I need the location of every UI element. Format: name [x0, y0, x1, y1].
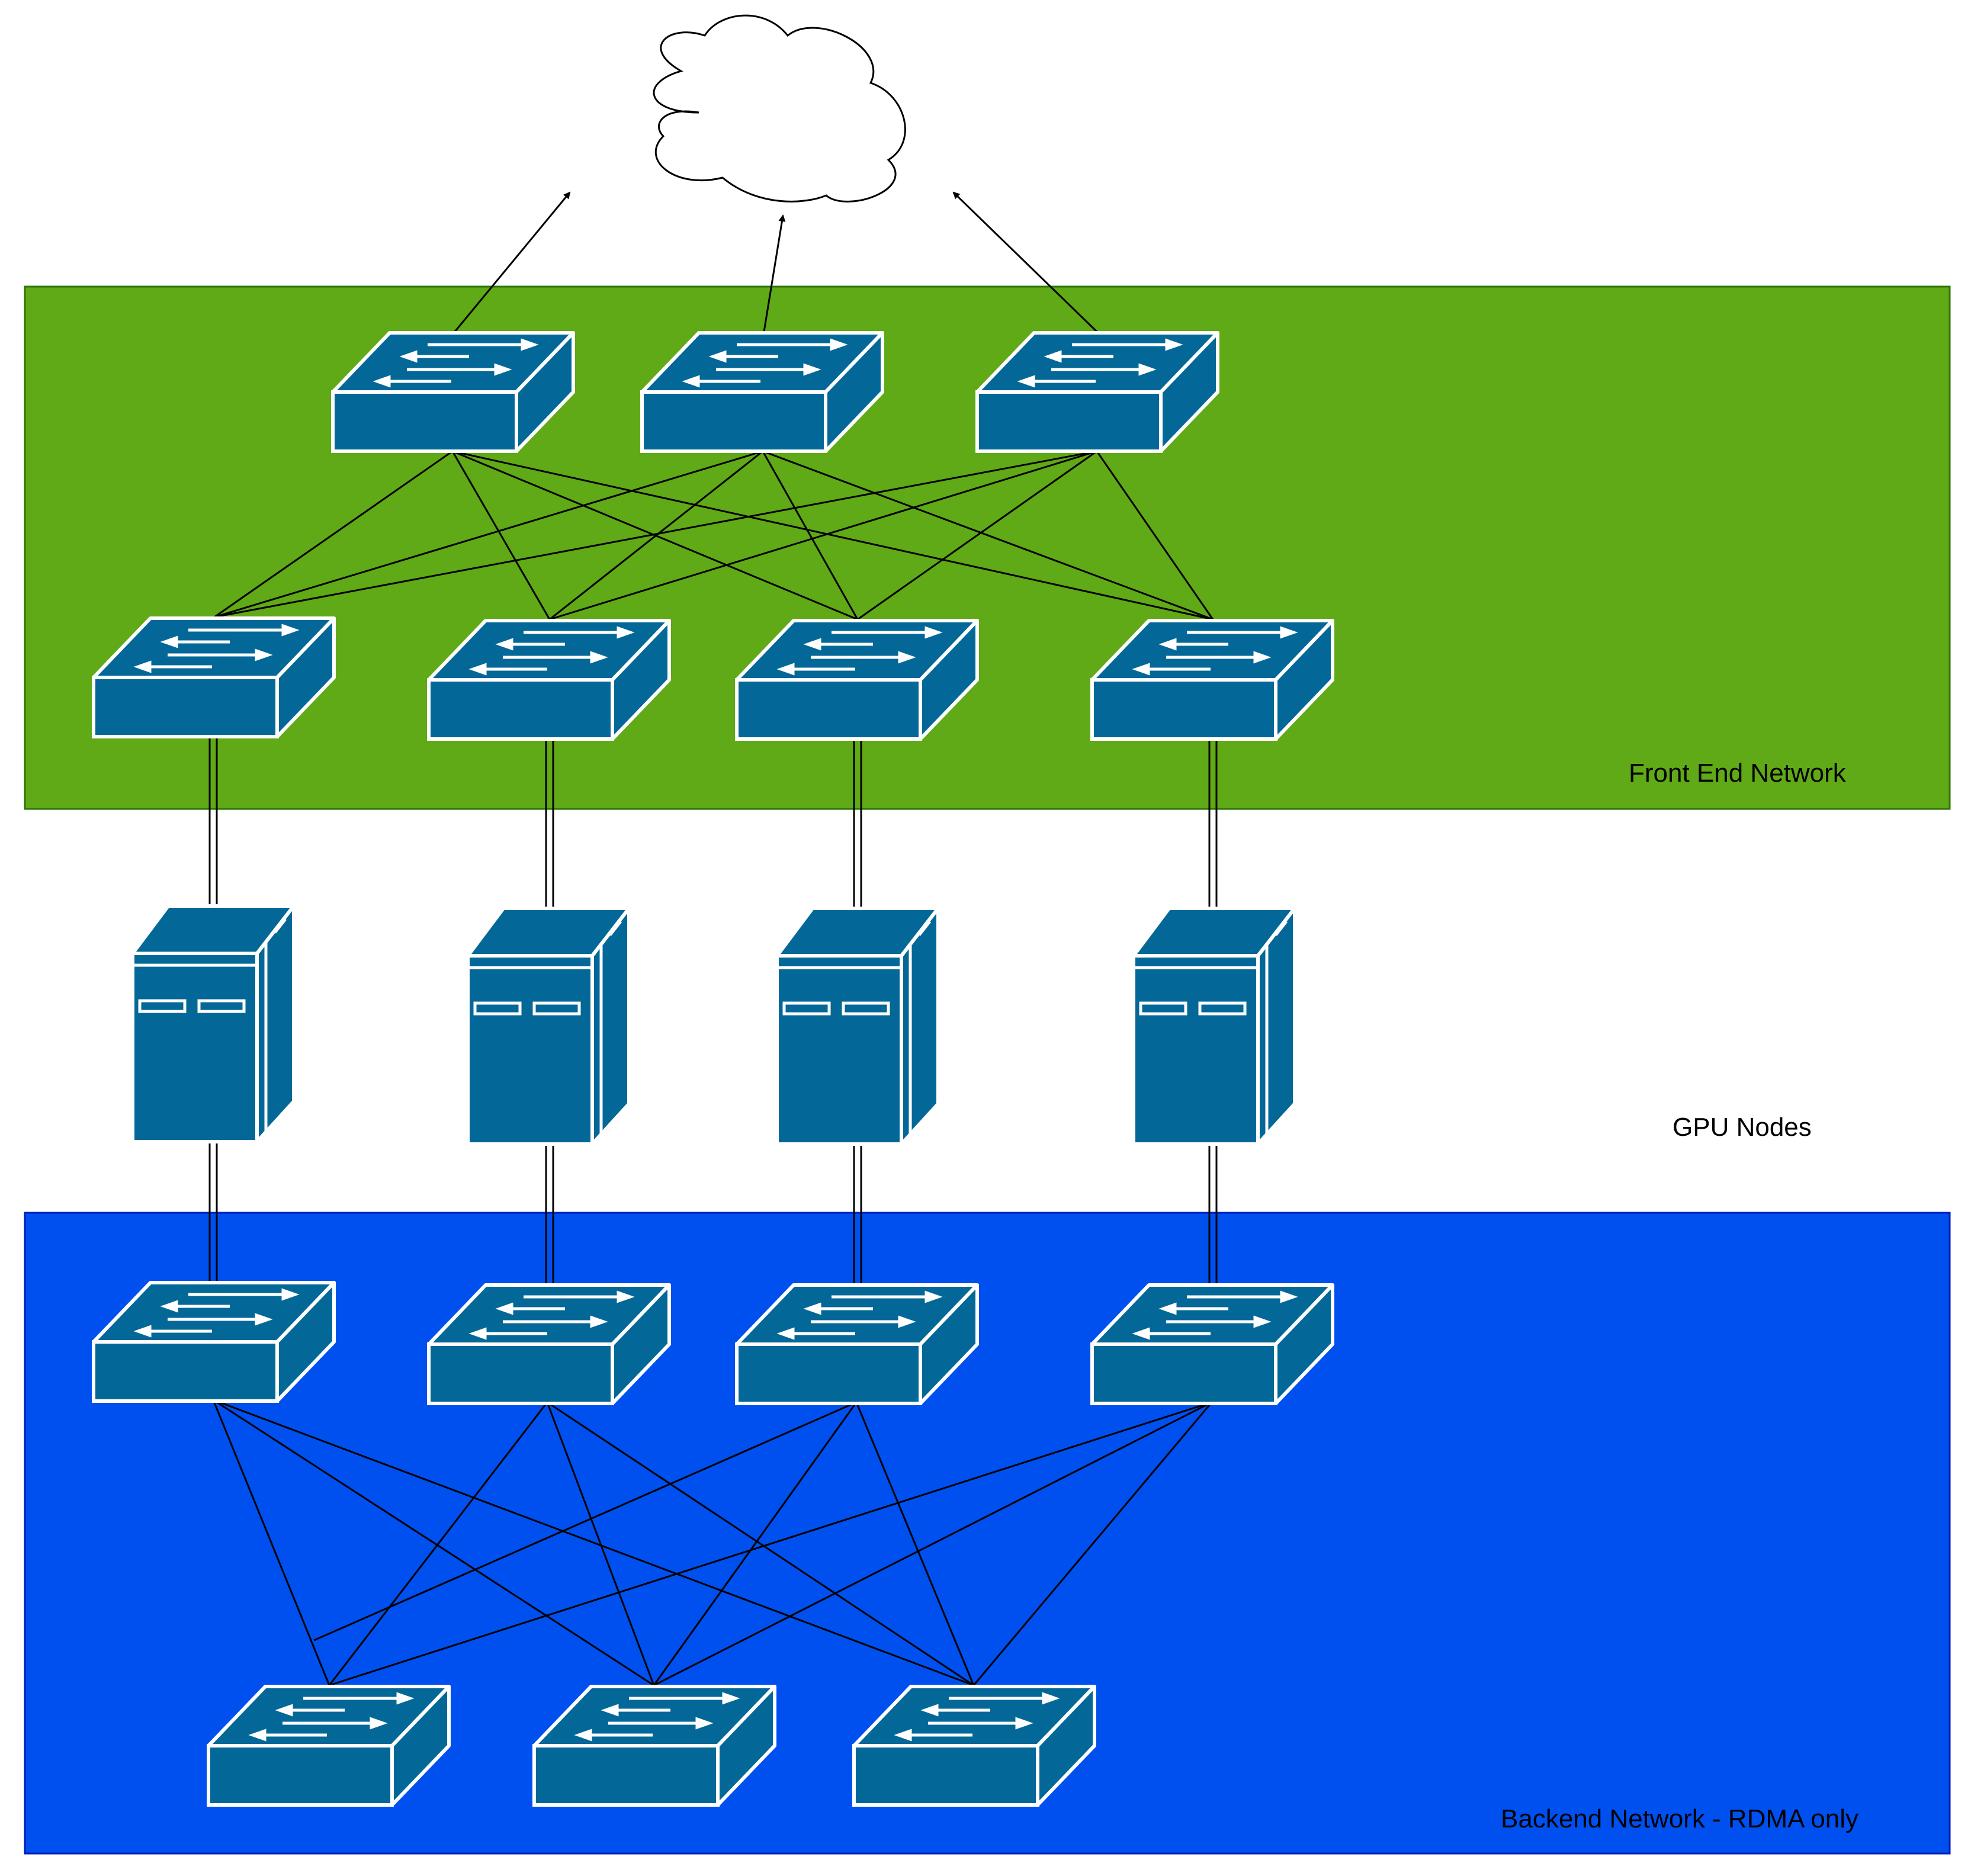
uplink-arrow: [952, 191, 1098, 333]
backend-mesh-links: [212, 1399, 1213, 1687]
server-tower-icon[interactable]: [468, 908, 629, 1144]
cloud-icon: [653, 14, 906, 203]
uplink-arrow: [454, 191, 571, 332]
front-end-network-label: Front End Network: [1629, 759, 1847, 788]
server-tower-icon[interactable]: [777, 908, 938, 1144]
uplink-arrow: [763, 214, 786, 332]
uplink-arrows: [454, 191, 1098, 333]
front-end-network-zone: [24, 285, 1951, 810]
backend-network-label: Backend Network - RDMA only: [1501, 1804, 1858, 1833]
gpu-nodes-label: GPU Nodes: [1673, 1113, 1812, 1142]
backend-server-links: [208, 1139, 1218, 1286]
server-tower-icon[interactable]: [1134, 908, 1295, 1144]
server-tower-icon[interactable]: [133, 906, 294, 1142]
front-end-server-links: [208, 738, 1218, 908]
front-end-mesh-links: [214, 450, 1214, 621]
